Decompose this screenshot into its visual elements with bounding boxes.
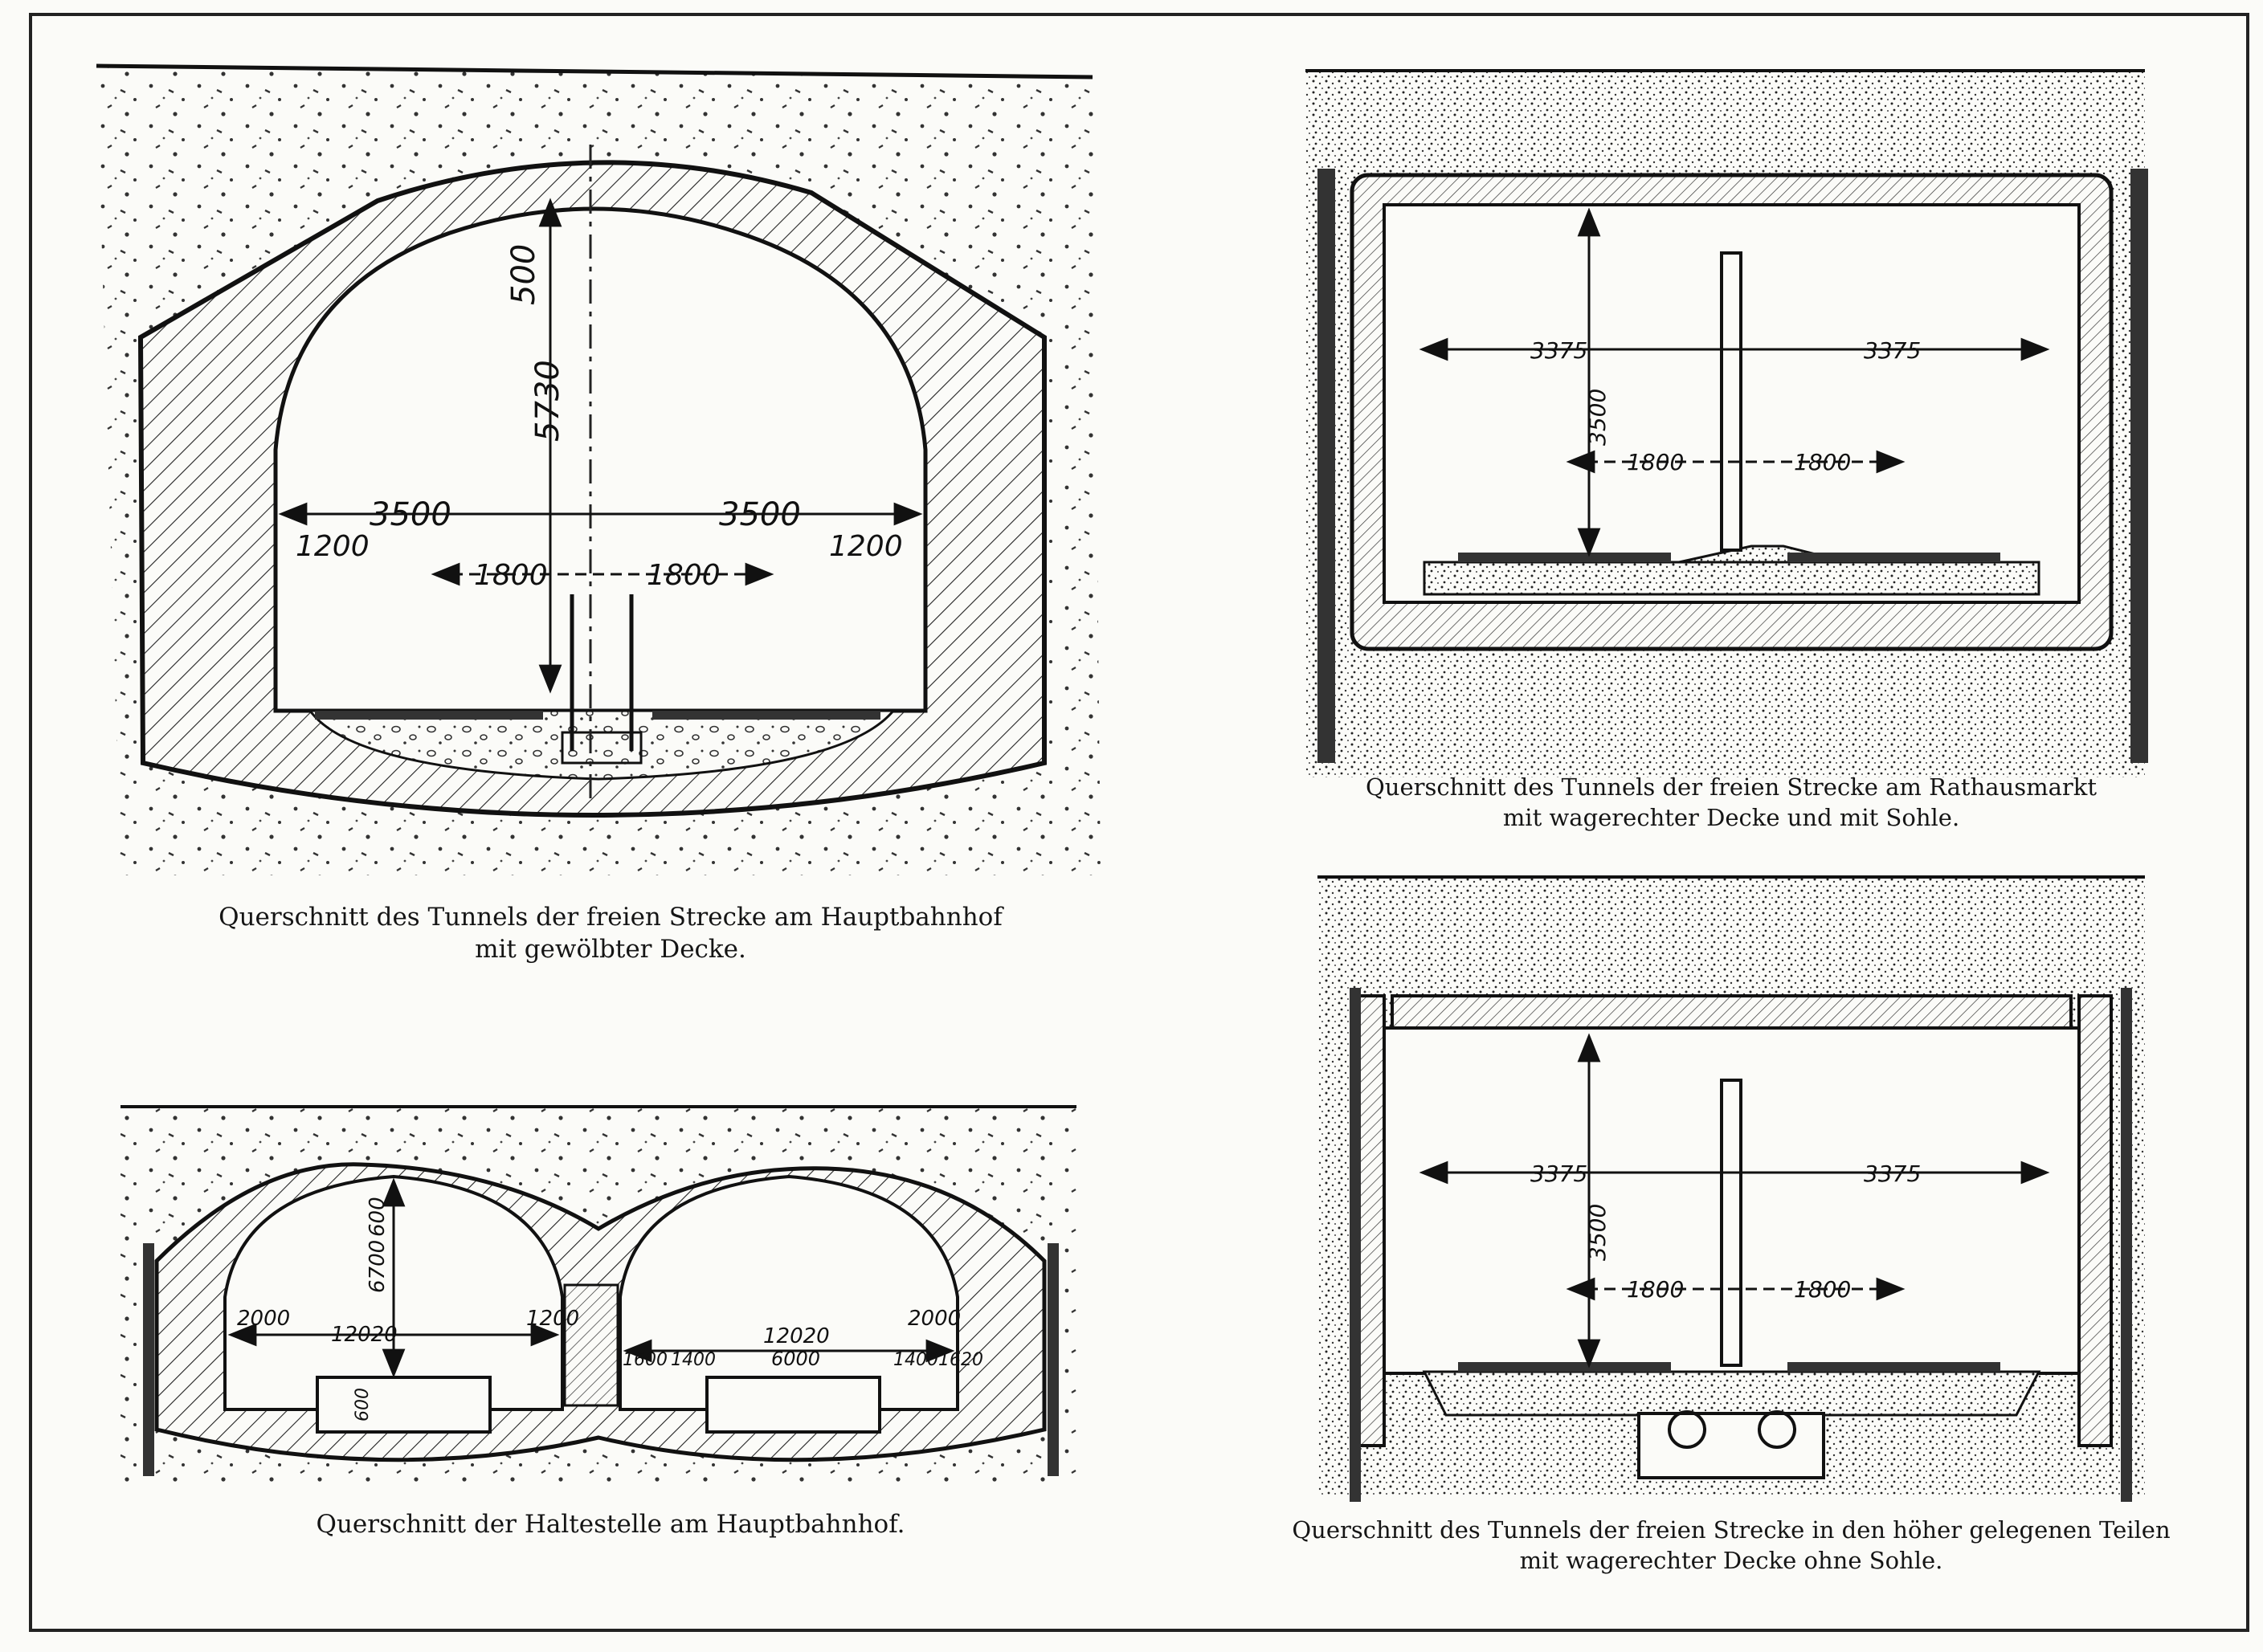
dim-platform: 6000 [771,1348,820,1370]
dim-track-left: 1800 [1627,449,1684,475]
diagram-hoeher: 3375 3375 3500 1800 1800 [1317,875,2145,1502]
dim-half-width-right: 3375 [1864,337,1921,364]
dim-track-left: 1800 [474,559,548,592]
dim-track-left: 1800 [1627,1276,1684,1303]
dim-crown: 600 [366,1197,390,1237]
dim-edge-a: 1600 [623,1350,668,1370]
diagram-rathausmarkt: 3375 3375 3500 1800 1800 [1305,69,2148,777]
pile-left [143,1243,154,1476]
drainage-box [1637,1412,1825,1479]
dim-track-right: 1800 [647,559,721,592]
dim-wall-left: 2000 [237,1307,290,1331]
vault-right [619,1174,959,1411]
pile-left [1350,988,1361,1502]
dim-crown: 500 [505,244,542,305]
dim-wall-left: 1200 [296,530,370,563]
caption-line: Querschnitt des Tunnels der freien Strec… [1366,773,2097,801]
platform-right [705,1376,881,1434]
flat-roof [1391,994,2073,1030]
center-pillar [563,1283,619,1407]
caption-line: Querschnitt des Tunnels der freien Strec… [1292,1516,2171,1544]
track-right [1787,1362,2000,1372]
caption-line: Querschnitt des Tunnels der freien Strec… [219,903,1003,932]
dim-height: 6700 [366,1240,390,1293]
dim-half-width-left: 3375 [1530,1160,1587,1187]
drain-pipe-right [1758,1410,1796,1449]
pile-right [2130,169,2148,763]
diagram-haltestelle: 600 6700 2000 12020 1200 12020 2000 1600… [121,1105,1076,1484]
drain-channel [561,731,643,765]
dim-half-width-right: 3375 [1864,1160,1921,1187]
wall-right [2077,994,2113,1447]
dim-sump: 600 [353,1388,373,1422]
track-left [1458,1362,1671,1372]
dim-half-width-left: 3500 [370,496,451,533]
dim-wall-right: 1200 [829,530,903,563]
diagram-hauptbahnhof: 500 5730 3500 3500 1200 1200 1800 1800 [96,63,1101,875]
dim-height: 5730 [529,360,566,442]
dim-edge-c: 1400 [893,1350,938,1370]
track-left [1458,553,1671,562]
pile-right [1048,1243,1059,1476]
ballast-bed [1423,561,2040,596]
caption-line: mit wagerechter Decke und mit Sohle. [1502,803,1960,831]
ballast-bed [308,709,897,781]
tunnel-interior [273,206,928,713]
dim-pillar: 1200 [526,1307,579,1331]
track-right [1787,553,2000,562]
dim-span-left: 12020 [331,1323,398,1347]
pile-left [1317,169,1335,763]
caption-line: mit wagerechter Decke ohne Sohle. [1519,1546,1943,1574]
dim-edge-d: 1620 [938,1350,983,1370]
ground-line [96,63,1093,80]
track-right [652,711,880,720]
track-left [315,711,543,720]
dim-height: 3500 [1584,389,1611,446]
caption-rathausmarkt: Querschnitt des Tunnels der freien Strec… [1245,773,2217,833]
dim-half-width-left: 3375 [1530,337,1587,364]
pile-right [2121,988,2132,1502]
caption-line: mit gewölbter Decke. [475,935,746,965]
dim-half-width-right: 3500 [719,496,801,533]
drain-pipe-left [1668,1410,1706,1449]
ballast-bed [1422,1370,2041,1417]
dim-height: 3500 [1584,1204,1611,1261]
plate-border [29,13,2249,1632]
platform-left [316,1376,492,1434]
dim-edge-b: 1400 [671,1350,716,1370]
caption-haltestelle: Querschnitt der Haltestelle am Hauptbahn… [121,1508,1101,1540]
center-column [1720,1079,1742,1367]
dim-track-right: 1800 [1794,449,1851,475]
caption-hauptbahnhof: Querschnitt des Tunnels der freien Strec… [121,901,1101,966]
center-column [1720,251,1742,552]
dim-track-right: 1800 [1794,1276,1851,1303]
caption-line: Querschnitt der Haltestelle am Hauptbahn… [316,1510,905,1539]
caption-hoeher: Querschnitt des Tunnels der freien Strec… [1245,1515,2217,1576]
dim-span-right: 12020 [763,1324,830,1348]
dim-wall-right: 2000 [908,1307,961,1331]
